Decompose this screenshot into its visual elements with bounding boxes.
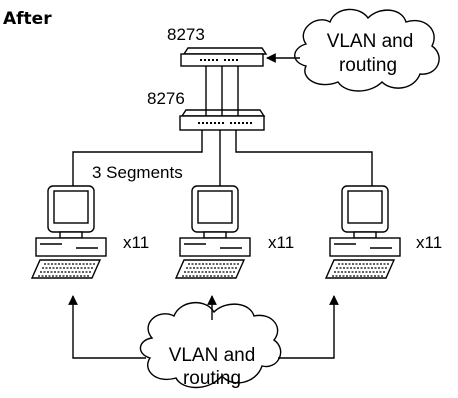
switch-8276-label: 8276 [147,89,185,108]
segment-cables [72,130,373,186]
cloud-vlan-routing-top: VLAN and routing [294,8,440,92]
segments-label: 3 Segments [92,163,183,182]
cloud-to-computers-arrows [68,295,339,359]
computer-left-count: x11 [123,233,149,252]
cloud-top-line1: VLAN and [327,31,414,52]
computer-right-count: x11 [416,233,442,252]
computer-right [325,185,401,279]
switch-8276 [179,109,266,131]
switch-8273 [180,47,268,67]
cloud-bottom-line2: routing [183,368,241,389]
cloud-vlan-routing-bottom: VLAN and routing [139,302,282,389]
computer-middle-count: x11 [268,233,294,252]
cloud-bottom-line1: VLAN and [169,345,256,366]
switch-uplinks [205,66,239,116]
switch-8273-label: 8273 [167,25,205,44]
computer-left [31,185,107,279]
computer-middle [175,185,251,279]
diagram-title: After [3,9,52,29]
cloud-top-line2: routing [339,55,397,76]
